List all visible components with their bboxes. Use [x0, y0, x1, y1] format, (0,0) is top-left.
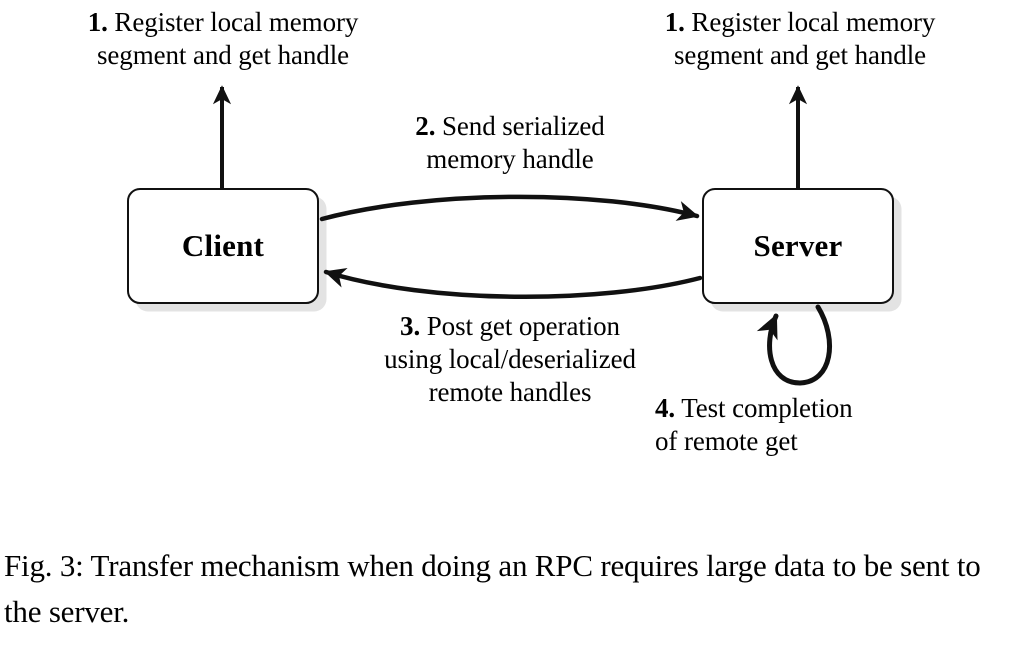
label-step-1-server: 1. Register local memory segment and get… — [590, 6, 1010, 72]
step-text-4: Test completion of remote get — [655, 393, 853, 456]
step-number-3: 3. — [400, 311, 421, 341]
label-step-2: 2. Send serialized memory handle — [360, 110, 660, 176]
node-server-label: Server — [753, 228, 843, 263]
step-number-4: 4. — [655, 393, 676, 423]
node-server: Server — [702, 188, 894, 304]
step-number-1-server: 1. — [664, 7, 685, 37]
label-step-3: 3. Post get operation using local/deseri… — [330, 310, 690, 409]
client-to-server-arrow — [319, 194, 700, 222]
step-number-2: 2. — [415, 111, 436, 141]
server-self-loop-arrow — [756, 304, 833, 386]
label-step-1-client: 1. Register local memory segment and get… — [8, 6, 438, 72]
server-to-client-arrow — [323, 267, 703, 300]
step-text-2: Send serialized memory handle — [426, 111, 605, 174]
label-step-4: 4. Test completion of remote get — [655, 392, 945, 458]
step-number-1-client: 1. — [87, 7, 108, 37]
step-text-1-server: Register local memory segment and get ha… — [674, 7, 936, 70]
step-text-3: Post get operation using local/deseriali… — [384, 311, 636, 407]
figure-caption: Fig. 3: Transfer mechanism when doing an… — [4, 548, 981, 629]
node-client-label: Client — [181, 228, 265, 263]
step-text-1-client: Register local memory segment and get ha… — [97, 7, 359, 70]
node-client: Client — [127, 188, 319, 304]
